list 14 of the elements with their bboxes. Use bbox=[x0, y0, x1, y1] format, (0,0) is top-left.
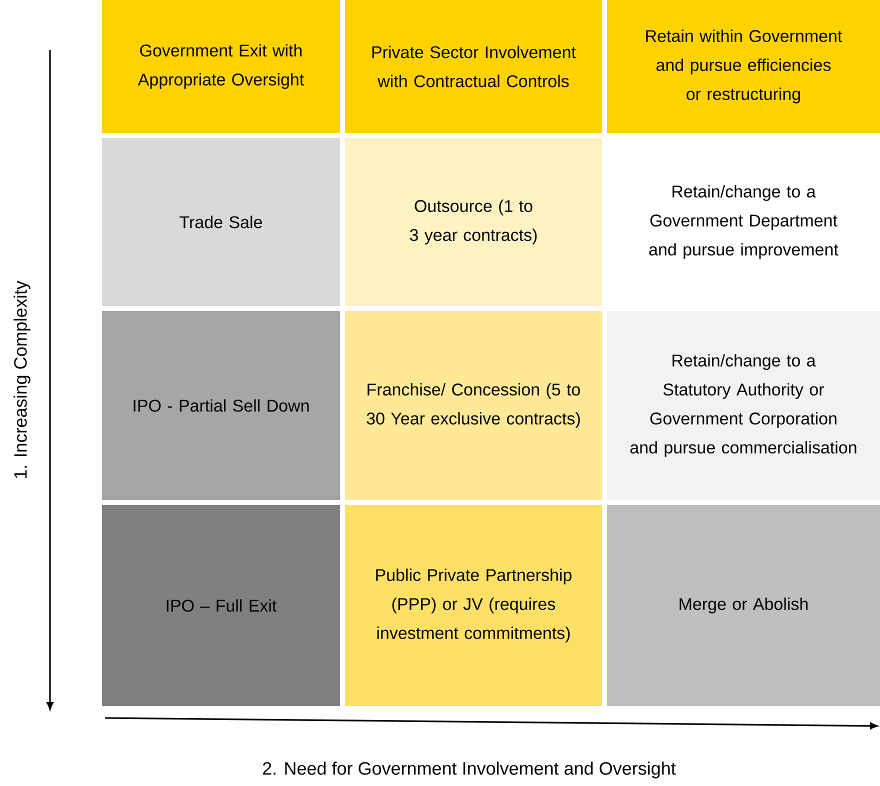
grid-cell: Franchise/ Concession (5 to 30 Year exclusive contracts) bbox=[345, 311, 602, 500]
grid-cell: Merge or Abolish bbox=[607, 505, 880, 706]
axis-label: 2. Need for Government Involvement and Oversight bbox=[262, 762, 676, 778]
grid-cell: Trade Sale bbox=[102, 138, 340, 306]
grid-cell: IPO – Full Exit bbox=[102, 505, 340, 706]
axis-label: 1. Increasing Complexity bbox=[14, 280, 30, 478]
grid-cell: Retain within Government and pursue efficiencies or restructuring bbox=[607, 0, 880, 133]
grid-cell: Private Sector Involvement with Contractual Controls bbox=[345, 0, 602, 133]
grid-cell: Retain/change to a Statutory Authority or Government Corporation and pursue commercialisation bbox=[607, 311, 880, 500]
grid-cell: Public Private Partnership (PPP) or JV (requires investment commitments) bbox=[345, 505, 602, 706]
grid-cell: Outsource (1 to 3 year contracts) bbox=[345, 138, 602, 306]
grid-cell: Retain/change to a Government Department and pursue improvement bbox=[607, 138, 880, 306]
grid-cell: IPO - Partial Sell Down bbox=[102, 311, 340, 500]
grid-cell: Government Exit with Appropriate Oversight bbox=[102, 0, 340, 133]
